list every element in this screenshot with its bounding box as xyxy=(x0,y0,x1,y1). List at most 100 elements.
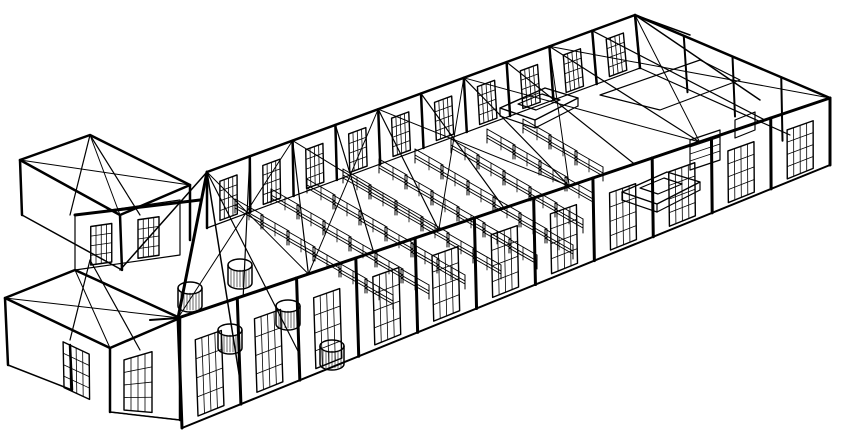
window-transom xyxy=(550,248,578,260)
roof-brace xyxy=(463,77,701,143)
round-table-skirt xyxy=(319,345,345,371)
roof-brace xyxy=(307,108,379,275)
window-transom xyxy=(434,105,453,113)
window-transom xyxy=(606,41,625,50)
roof-rafter xyxy=(292,140,309,275)
window-transom xyxy=(391,121,410,129)
window-transom xyxy=(521,82,540,91)
window-transom xyxy=(609,225,637,237)
side-tents xyxy=(3,133,202,422)
back-window xyxy=(305,142,325,190)
front-post xyxy=(650,156,655,239)
window-transom xyxy=(348,136,367,144)
tent-a-brace xyxy=(19,159,191,186)
window-transom xyxy=(137,245,160,250)
tent-a-peak-line xyxy=(69,134,91,216)
window-transom xyxy=(432,294,460,306)
roof-rafter xyxy=(634,14,831,99)
window-transom xyxy=(491,271,519,283)
roof-rafter xyxy=(334,124,375,253)
car-side xyxy=(499,115,536,129)
window-transom xyxy=(550,218,578,230)
roof-brace xyxy=(548,45,570,187)
tent-b-base xyxy=(7,364,73,391)
window-transom xyxy=(314,322,342,334)
window-transom xyxy=(432,262,459,273)
window-transom xyxy=(314,340,342,352)
right-end-post xyxy=(780,76,784,142)
roof-brace xyxy=(292,140,440,231)
back-window xyxy=(433,95,455,142)
window-transom xyxy=(90,251,113,256)
window-transom xyxy=(90,242,113,247)
tent-a-brace xyxy=(89,134,121,216)
roof-rafter xyxy=(548,45,701,143)
front-window xyxy=(253,308,284,393)
car-side xyxy=(534,105,579,129)
window-transom xyxy=(550,233,578,245)
front-post xyxy=(591,176,596,263)
front-window xyxy=(786,120,814,180)
front-post xyxy=(354,256,361,358)
window-transom xyxy=(196,386,224,398)
lectern xyxy=(734,111,756,139)
back-window xyxy=(605,32,628,78)
tent-b-post xyxy=(68,343,74,392)
back-post xyxy=(291,139,295,198)
front-window xyxy=(727,141,755,204)
window-transom xyxy=(478,108,497,116)
window-transom xyxy=(255,363,283,375)
front-post xyxy=(709,136,714,215)
front-window xyxy=(490,224,520,299)
tent-b-wall xyxy=(109,317,181,421)
roof-diagonal xyxy=(634,14,691,36)
roof-brace xyxy=(206,171,309,275)
window-transom xyxy=(668,188,696,200)
window-transom xyxy=(435,114,454,122)
window-transom xyxy=(219,203,238,212)
front-post xyxy=(472,216,479,310)
window-transom xyxy=(305,152,324,160)
window-transom xyxy=(313,305,341,316)
front-bottom-rail xyxy=(181,164,831,429)
back-post xyxy=(505,60,512,118)
left-post xyxy=(149,317,179,321)
back-window xyxy=(262,158,282,206)
window-transom xyxy=(62,352,90,366)
right-end-post xyxy=(634,14,641,69)
window-transom xyxy=(90,232,113,237)
back-post xyxy=(334,123,339,182)
tent-b-window xyxy=(62,341,91,401)
connector-wall xyxy=(74,199,181,271)
roof-rafter xyxy=(463,77,570,187)
window-transom xyxy=(565,76,584,84)
window-transom xyxy=(123,381,153,386)
back-window xyxy=(519,63,541,110)
window-transom xyxy=(520,73,539,81)
round-table-top xyxy=(319,339,345,353)
connector-window xyxy=(137,216,160,259)
front-window xyxy=(608,182,638,251)
front-window xyxy=(549,203,579,275)
window-transom xyxy=(262,178,281,186)
window-transom xyxy=(305,171,325,180)
roof-brace xyxy=(177,140,294,319)
front-window xyxy=(194,329,225,417)
tent-a-post xyxy=(118,213,124,272)
window-transom xyxy=(668,202,696,214)
round-table-skirt xyxy=(217,329,243,355)
roof-diagonal xyxy=(119,171,208,271)
roof-diagonal xyxy=(206,171,301,356)
window-transom xyxy=(786,144,814,155)
back-window xyxy=(219,174,238,222)
stage-platform xyxy=(599,59,741,111)
front-window xyxy=(668,161,697,227)
window-transom xyxy=(195,348,223,360)
back-post xyxy=(419,92,425,150)
roof-diagonal xyxy=(634,14,761,101)
window-transom xyxy=(219,194,238,202)
tent-a-peak-line xyxy=(89,134,141,216)
connector-window xyxy=(90,222,113,266)
roof-brace xyxy=(377,108,570,187)
